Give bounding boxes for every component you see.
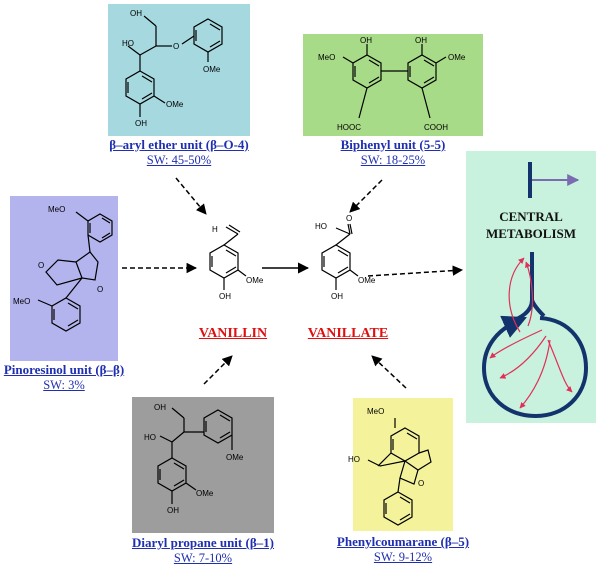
vanillin-h-label: H bbox=[212, 225, 218, 234]
beta-o4-ome-label: OMe bbox=[166, 100, 184, 109]
biphenyl-unit-name: Biphenyl unit (5-5) bbox=[340, 137, 446, 152]
arrow-phenylcoumarane-to-vanillate bbox=[371, 355, 407, 389]
vanillate-ho-label: HO bbox=[315, 222, 327, 231]
pinoresinol-o-right-label: O bbox=[97, 285, 103, 294]
diaryl-sw: SW: 7-10% bbox=[173, 551, 233, 565]
diaryl-ome-label: OMe bbox=[196, 489, 214, 498]
phenylcoumarane-ho-label: HO bbox=[348, 455, 360, 464]
beta-o4-structure bbox=[125, 15, 223, 117]
biphenyl-sw: SW: 18-25% bbox=[360, 153, 426, 167]
vanillate-o-label: O bbox=[346, 214, 352, 223]
vanillin-structure bbox=[209, 224, 247, 290]
vanillin-ome-label: OMe bbox=[246, 276, 264, 285]
vanillate-oh-label: OH bbox=[331, 292, 343, 301]
beta-o4-unit-name: β–aryl ether unit (β–O-4) bbox=[109, 137, 249, 152]
diaryl-oh-top-label: OH bbox=[154, 403, 166, 412]
biphenyl-hooc-label: HOOC bbox=[337, 123, 361, 132]
beta-o4-ring-ome-label: OMe bbox=[203, 65, 221, 74]
arrow-biphenyl-to-vanillate bbox=[349, 179, 383, 213]
diaryl-ho-label: HO bbox=[144, 433, 156, 442]
phenylcoumarane-meo-label: MeO bbox=[367, 407, 384, 416]
vanillate-label: VANILLATE bbox=[307, 326, 389, 341]
arrow-diaryl-to-vanillin bbox=[203, 355, 233, 385]
beta-o4-unit-box bbox=[108, 4, 250, 136]
pinoresinol-structure bbox=[37, 211, 113, 332]
diaryl-oh-bottom-label: OH bbox=[167, 506, 179, 515]
dashed-arrows bbox=[122, 177, 464, 389]
beta-o4-oh-top-label: OH bbox=[130, 9, 142, 18]
vanillate-structure bbox=[321, 223, 359, 290]
pinoresinol-meo-top-label: MeO bbox=[48, 205, 65, 214]
pinoresinol-unit-box bbox=[10, 196, 118, 361]
phenylcoumarane-unit-name: Phenylcoumarane (β–5) bbox=[336, 534, 470, 549]
biphenyl-oh-right-label: OH bbox=[415, 36, 427, 45]
biphenyl-unit-box bbox=[303, 34, 483, 136]
metabolism-flux-arrows bbox=[489, 257, 573, 409]
central-metabolism-line2: METABOLISM bbox=[485, 226, 577, 241]
pinoresinol-unit-name: Pinoresinol unit (β–β) bbox=[3, 362, 125, 377]
diaryl-ring-ome-label: OMe bbox=[226, 453, 244, 462]
biphenyl-ome-label: OMe bbox=[448, 53, 466, 62]
arrow-beta-o4-to-vanillin bbox=[175, 177, 207, 215]
biphenyl-cooh-label: COOH bbox=[424, 123, 448, 132]
phenylcoumarane-sw: SW: 9-12% bbox=[373, 550, 433, 564]
vanillin-oh-label: OH bbox=[219, 292, 231, 301]
diaryl-unit-name: Diaryl propane unit (β–1) bbox=[131, 535, 275, 550]
pinoresinol-meo-bottom-label: MeO bbox=[13, 297, 30, 306]
central-metabolism-label: CENTRAL METABOLISM bbox=[470, 208, 592, 242]
arrow-vanillate-to-metabolism bbox=[367, 265, 464, 277]
biphenyl-meo-label: MeO bbox=[318, 53, 335, 62]
phenylcoumarane-structure bbox=[367, 418, 432, 526]
biphenyl-oh-left-label: OH bbox=[360, 36, 372, 45]
diaryl-propane-unit-box bbox=[132, 397, 274, 533]
biphenyl-structure bbox=[342, 44, 447, 119]
diaryl-propane-structure bbox=[157, 407, 233, 504]
vanillate-ome-label: OMe bbox=[358, 276, 376, 285]
phenylcoumarane-unit-box bbox=[353, 398, 453, 531]
pinoresinol-sw: SW: 3% bbox=[43, 378, 85, 392]
central-metabolism-line1: CENTRAL bbox=[499, 209, 563, 224]
beta-o4-oh-bottom-label: OH bbox=[135, 119, 147, 128]
pinoresinol-o-left-label: O bbox=[38, 261, 44, 270]
vanillin-label: VANILLIN bbox=[198, 326, 268, 341]
beta-o4-ether-o-label: O bbox=[173, 42, 179, 51]
phenylcoumarane-o-label: O bbox=[418, 479, 424, 488]
metabolism-pathway bbox=[481, 162, 589, 419]
beta-o4-sw: SW: 45-50% bbox=[146, 153, 212, 167]
beta-o4-ho-label: HO bbox=[122, 39, 134, 48]
